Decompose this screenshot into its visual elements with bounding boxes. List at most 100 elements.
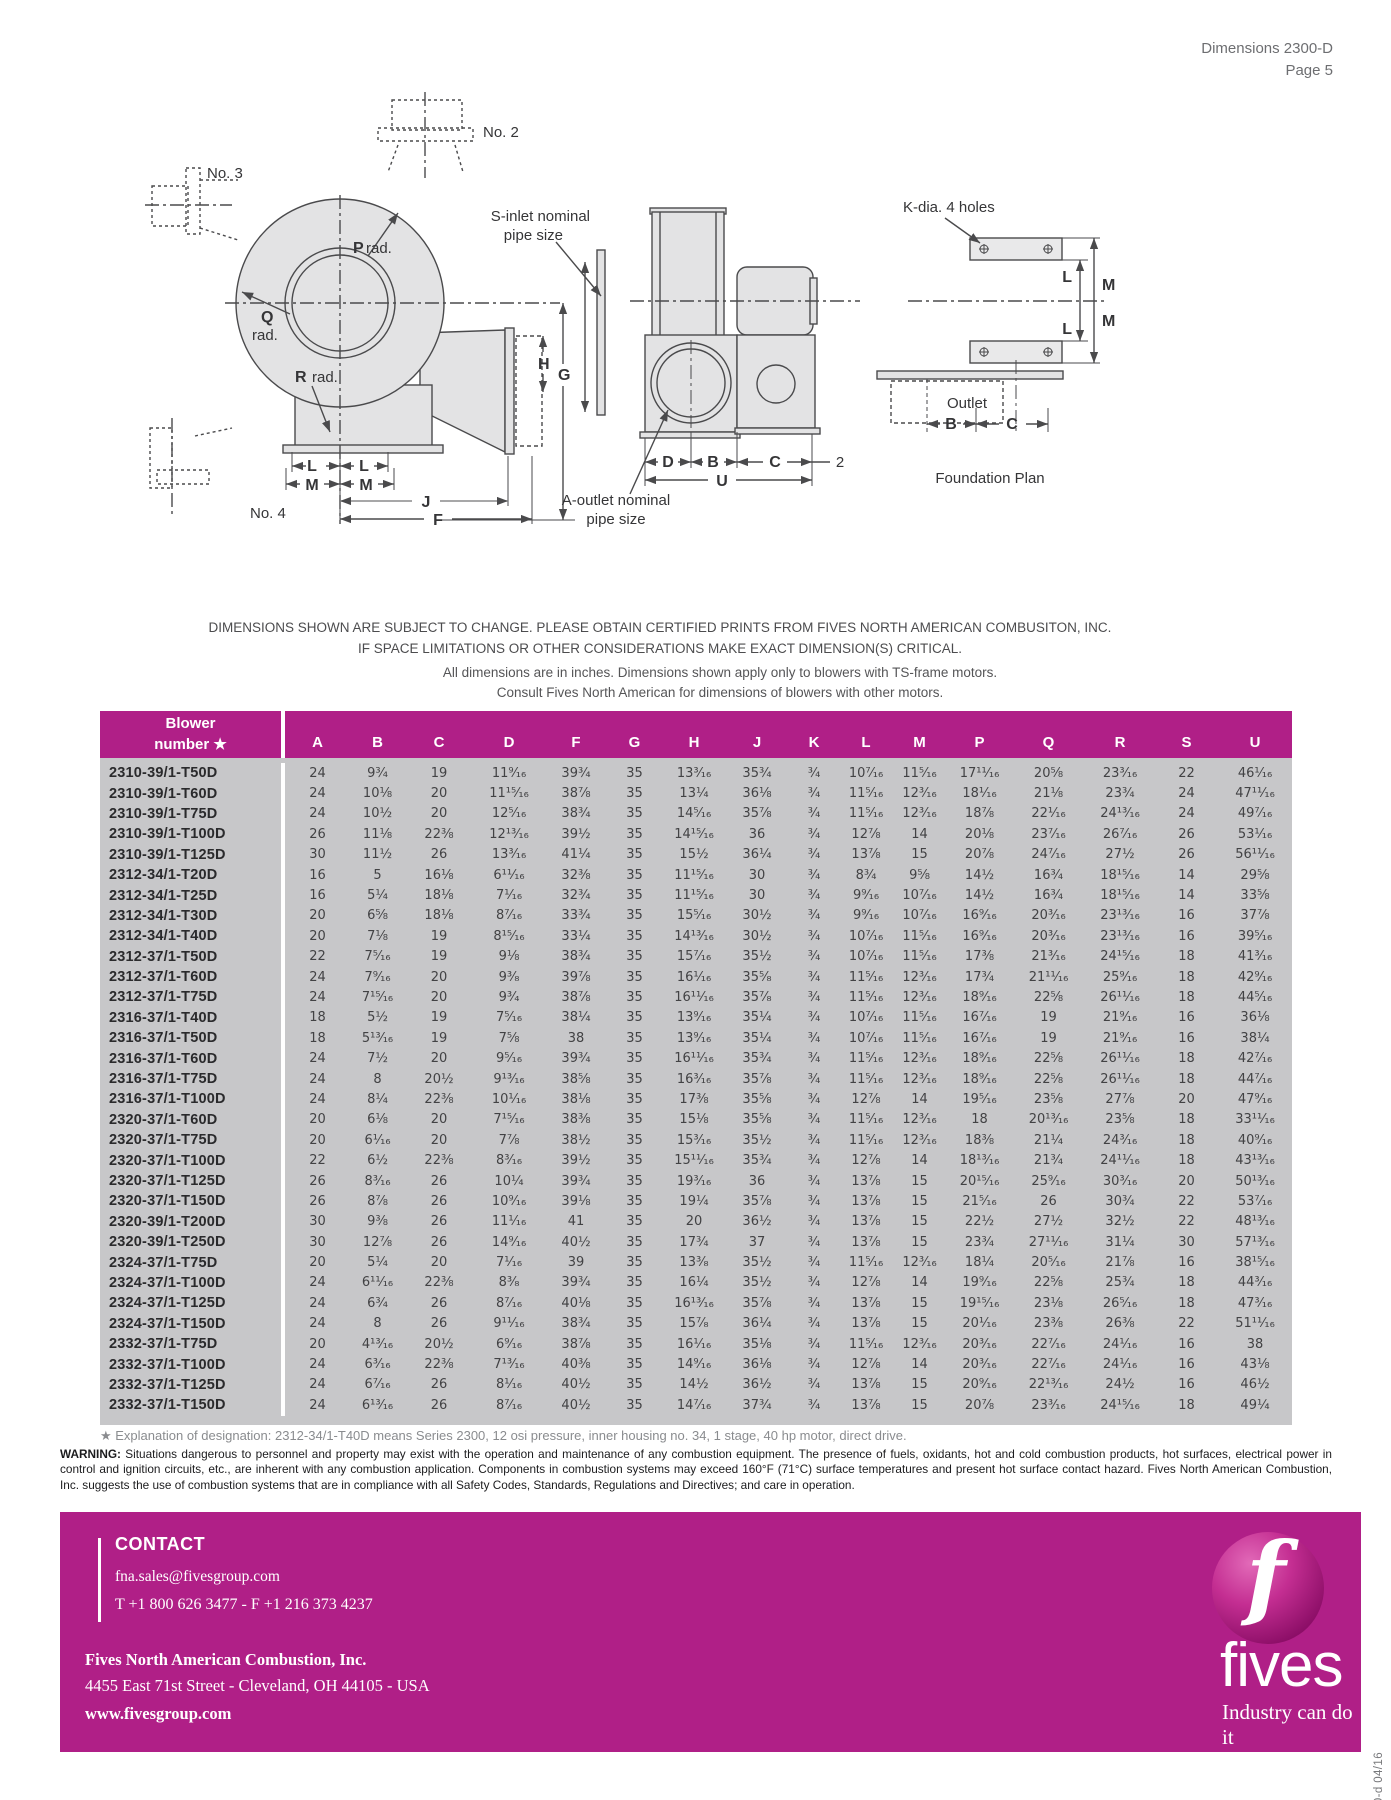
dimension-cell-b: 12⅞ [362, 1234, 393, 1250]
dimension-cell-p: 23¾ [964, 1234, 995, 1250]
label-dim-f: F [433, 512, 443, 529]
dimension-cell-r: 26¹¹⁄₁₆ [1100, 989, 1140, 1005]
dimension-cell-f: 41¼ [561, 847, 591, 863]
dimension-cell-h: 13³⁄₈ [679, 1255, 709, 1271]
blower-model-cell: 2316-37/1-T60D [100, 1048, 285, 1069]
dimension-cell-r: 24¹⁄₁₆ [1102, 1336, 1138, 1352]
dimension-cell-j: 35⁵⁄₈ [742, 969, 772, 985]
dimension-cell-m: 15 [911, 1316, 928, 1332]
dimension-cell-r: 25¾ [1105, 1275, 1135, 1291]
dimension-cell-g: 35 [626, 1357, 643, 1373]
dimension-cell-m: 14 [911, 1091, 928, 1107]
dimension-cell-r: 23⅝ [1105, 1112, 1135, 1128]
dimension-cell-s: 26 [1178, 847, 1195, 863]
dimension-cell-c: 22⅜ [424, 1275, 454, 1291]
dimension-cell-h: 15³⁄₁₆ [676, 1132, 712, 1148]
dimension-cell-j: 36¼ [742, 847, 772, 863]
dimension-cell-d: 10¹⁄₁₆ [491, 1091, 527, 1107]
dimension-cell-m: 15 [911, 1377, 928, 1393]
dimension-cell-a: 30 [309, 1214, 326, 1230]
label-plan-c: C [1006, 416, 1018, 433]
dimension-cell-g: 35 [626, 969, 643, 985]
dimension-cell-h: 16¼ [679, 1275, 709, 1291]
dimension-cell-a: 30 [309, 847, 326, 863]
company-address: 4455 East 71st Street - Cleveland, OH 44… [85, 1676, 430, 1695]
dimension-cell-q: 21¼ [1033, 1132, 1064, 1148]
dimension-cell-p: 18¹⁄₁₆ [962, 786, 997, 802]
blower-side-view [235, 198, 543, 455]
dimension-cell-g: 35 [626, 1397, 643, 1413]
blower-model-cell: 2312-37/1-T75D [100, 987, 285, 1008]
blower-model-cell: 2320-37/1-T125D [100, 1170, 285, 1192]
dimension-cell-k: ¾ [807, 969, 821, 985]
dimension-cell-j: 35⅛ [742, 1336, 772, 1352]
dimension-cell-p: 18⅞ [964, 806, 995, 822]
company-website-link[interactable]: www.fivesgroup.com [85, 1704, 232, 1723]
dimension-cell-m: 11⁵⁄₁₆ [902, 1030, 937, 1046]
label-dim-m-right: M [359, 477, 372, 494]
dimension-cell-u: 56¹¹⁄₁₆ [1235, 847, 1275, 863]
dimension-cell-q: 19 [1040, 1030, 1057, 1046]
dimension-cell-k: ¾ [807, 806, 821, 822]
dimension-cell-q: 22⁷⁄₁₆ [1031, 1357, 1066, 1373]
dimension-cell-h: 17¾ [679, 1234, 709, 1250]
dimension-cell-g: 35 [626, 1377, 643, 1393]
dimension-cell-p: 16⁹⁄₁₆ [962, 908, 997, 924]
dimension-cell-l: 13⅞ [851, 1295, 881, 1311]
dimension-cell-f: 40⅛ [561, 1295, 591, 1311]
dimension-cell-k: ¾ [807, 1051, 821, 1067]
dimension-cell-b: 8 [373, 1316, 382, 1332]
dimension-cell-u: 29⅝ [1240, 867, 1270, 883]
dimension-cell-c: 16⅛ [424, 867, 454, 883]
dimension-cell-a: 16 [309, 867, 326, 883]
dimension-cell-u: 33⅝ [1240, 888, 1270, 904]
dimension-cell-h: 15⁷⁄₁₆ [676, 949, 712, 965]
label-plan-l-upper: L [1062, 269, 1072, 286]
dimension-cell-k: ¾ [807, 989, 821, 1005]
dimension-cell-j: 37 [748, 1234, 766, 1250]
blower-model-cell: 2310-39/1-T75D [100, 803, 285, 825]
dimension-cell-j: 36 [748, 1173, 766, 1189]
dimension-cell-u: 44⁷⁄₁₆ [1237, 1071, 1273, 1087]
dimension-cell-c: 19 [430, 1010, 448, 1026]
dimension-cell-r: 24¹³⁄₁₆ [1100, 806, 1140, 822]
blower-model-cell: 2310-39/1-T50D [100, 763, 285, 784]
label-q-radius: rad. [252, 327, 278, 344]
contact-email-link[interactable]: fna.sales@fivesgroup.com [115, 1568, 280, 1585]
dimension-cell-m: 15 [911, 1234, 928, 1250]
dimension-cell-c: 22⅜ [424, 1153, 454, 1169]
dimension-cell-h: 15½ [679, 847, 709, 863]
dimension-cell-d: 6⁹⁄₁₆ [495, 1336, 523, 1352]
dimension-cell-q: 20⁵⁄₁₆ [1031, 1255, 1066, 1271]
dimension-cell-c: 26 [430, 1377, 448, 1393]
dimension-cell-u: 36⅛ [1240, 1010, 1270, 1026]
dimension-cell-g: 35 [626, 1051, 643, 1067]
blower-model-cell: 2324-37/1-T125D [100, 1293, 285, 1314]
blower-model-cell: 2312-34/1-T30D [100, 905, 285, 927]
blower-model-cell: 2316-37/1-T40D [100, 1007, 285, 1029]
dimension-cell-p: 14½ [964, 867, 995, 883]
dimension-cell-g: 35 [626, 888, 643, 904]
dimension-cell-m: 10⁷⁄₁₆ [902, 888, 937, 904]
dimension-cell-k: ¾ [807, 1377, 821, 1393]
column-header-g: G [628, 734, 641, 751]
dimension-cell-r: 26⁵⁄₁₆ [1102, 1295, 1138, 1311]
dimension-cell-m: 12³⁄₁₆ [902, 1051, 937, 1067]
dimension-cell-q: 21¾ [1033, 1153, 1064, 1169]
dimension-cell-h: 13³⁄₁₆ [676, 765, 712, 781]
dimension-cell-p: 16⁷⁄₁₆ [962, 1010, 997, 1026]
dimension-cell-a: 22 [309, 949, 326, 965]
dimension-cell-b: 7¹⁵⁄₁₆ [361, 989, 394, 1005]
dimension-cell-j: 35½ [742, 1132, 772, 1148]
dimension-cell-d: 8³⁄₈ [498, 1275, 520, 1291]
foundation-plan-view [876, 237, 1064, 434]
column-header-u: U [1249, 734, 1261, 751]
dimension-cell-a: 24 [309, 1377, 326, 1393]
dimension-cell-b: 5¼ [367, 1255, 388, 1271]
dimension-cell-l: 10⁷⁄₁₆ [848, 949, 884, 965]
column-header-s: S [1181, 734, 1192, 751]
